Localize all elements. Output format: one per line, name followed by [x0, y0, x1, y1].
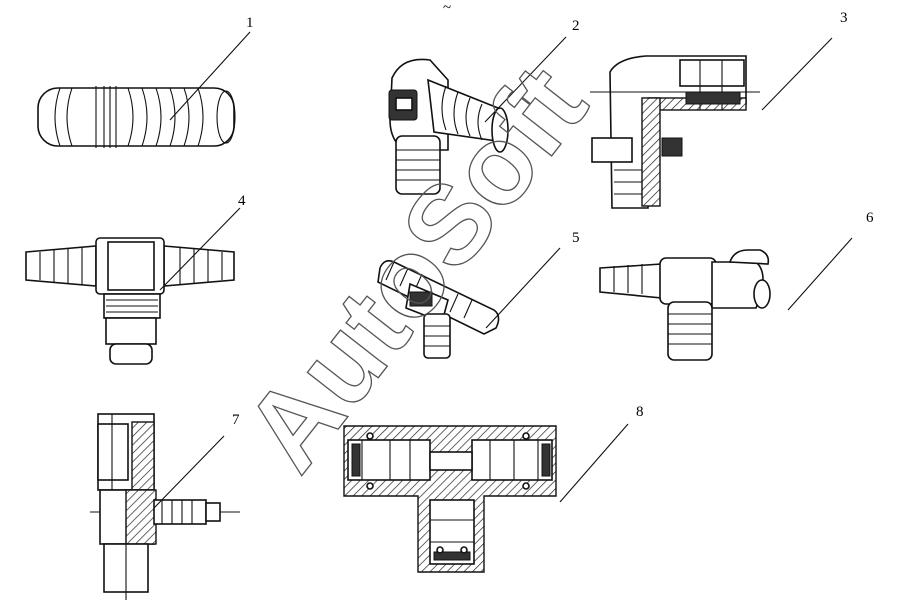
- callout-1: 1: [246, 15, 254, 31]
- fitting-4-barbed-tee: [25, 237, 235, 365]
- leader-line-7: [153, 435, 225, 509]
- leader-line-3: [761, 37, 833, 111]
- fitting-1-straight-connector: [37, 86, 236, 148]
- leader-line-1: [169, 31, 251, 121]
- leader-line-2: [484, 36, 567, 123]
- callout-8: 8: [636, 404, 644, 420]
- callout-6: 6: [866, 210, 874, 226]
- callout-5: 5: [572, 230, 580, 246]
- fitting-8-tee-section: [343, 425, 557, 573]
- callout-2: 2: [572, 18, 580, 34]
- leader-line-5: [485, 247, 561, 329]
- fitting-2-elbow-connector: [388, 58, 509, 195]
- leader-line-4: [159, 207, 241, 291]
- callout-4: 4: [238, 193, 246, 209]
- top-mark: ~: [443, 0, 451, 16]
- callout-3: 3: [840, 10, 848, 26]
- leader-line-6: [787, 237, 853, 311]
- fitting-3-elbow-section: [590, 55, 760, 209]
- fitting-6-tee-fitting: [599, 249, 771, 361]
- fitting-7-threaded-port-section: [90, 413, 240, 600]
- leader-line-8: [559, 423, 629, 503]
- callout-7: 7: [232, 412, 240, 428]
- fitting-5-diagonal-tee: [377, 260, 500, 359]
